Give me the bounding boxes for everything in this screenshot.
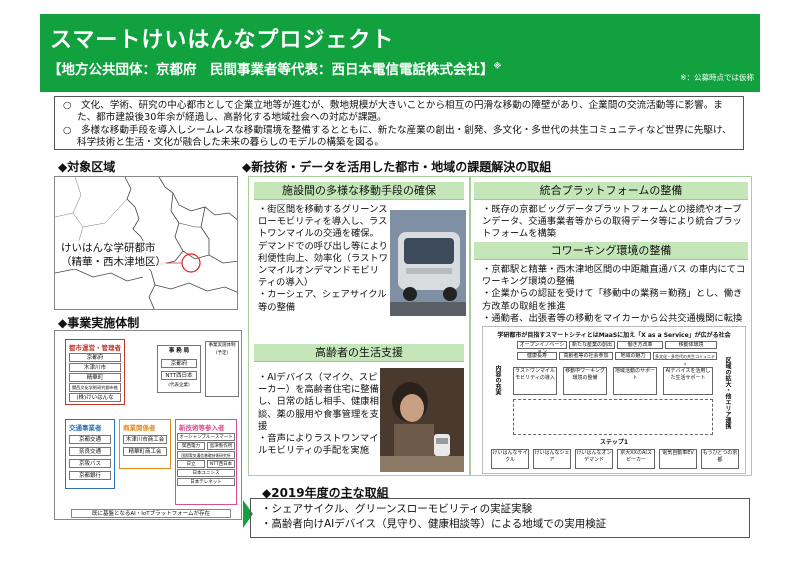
- mobility-vehicle-photo: [390, 210, 466, 316]
- page-header: スマートけいはんなプロジェクト 【地方公共団体：京都府 民間事業者等代表：西日本…: [40, 14, 760, 92]
- coworking-text: ・京都駅と精華・西木津地区間の中距離直通バス の車内にてコワーキング環境の整備 …: [482, 264, 746, 324]
- new-tech-item: オーシャンブルースマート: [177, 433, 235, 441]
- page-subtitle: 【地方公共団体：京都府 民間事業者等代表：西日本電信電話株式会社】※: [48, 61, 502, 79]
- new-tech-item: 日本ユニシス: [177, 469, 235, 477]
- maas-sub-item: 健康長寿: [517, 352, 557, 360]
- maas-diagram: 学研都市が目指すスマートシティとはMaaSに加え「X as a Service」…: [482, 326, 746, 474]
- maas-row-item: オープンイノベーション: [517, 341, 567, 355]
- implementation-diagram: 都市運営・管理者 京都府 木津川市 精華町 関西文化学術研究都市推進機構(予定)…: [54, 330, 242, 520]
- office-item: 京都府: [161, 359, 197, 368]
- maas-detail-area: [513, 399, 713, 435]
- maas-title: 学研都市が目指すスマートシティとはMaaSに加え「X as a Service」…: [497, 332, 731, 339]
- new-tech-group: [175, 419, 237, 505]
- intro-box: ○ 文化、学術、研究の中心都市として企業立地等が進むが、敷地規模が大きいことから…: [54, 96, 744, 150]
- council-item: 京都府: [69, 353, 121, 362]
- commerce-item: 木津川市商工会: [123, 435, 167, 444]
- office-item: NTT西日本: [161, 371, 197, 380]
- section-target-area: ◆対象区域: [58, 160, 116, 174]
- intro-line-1: ○ 文化、学術、研究の中心都市として企業立地等が進むが、敷地規模が大きいことから…: [63, 100, 723, 124]
- new-tech-title: 新技術等参入者: [179, 424, 225, 432]
- fy2019-item-1: ・シェアサイクル、グリーンスローモビリティの実証実験: [261, 503, 533, 515]
- transport-item: 京都銀行: [69, 471, 111, 480]
- platform-note: 既に基盤となるAI・IoTプラットフォームが存在: [71, 509, 231, 518]
- platform-text: ・既存の京都ビッグデータプラットフォームとの接続やオープンデータ、交通事業者等か…: [482, 204, 742, 240]
- maas-step-label: ステップ1: [579, 439, 649, 447]
- commerce-title: 商業関係者: [123, 424, 156, 432]
- council-item: (株)けいはんな: [69, 393, 121, 402]
- council-item: 関西文化学術研究都市推進機構(予定): [69, 383, 121, 398]
- target-area-map: けいはんな学研都市 （精華・西木津地区）: [54, 176, 238, 310]
- office-title: 事 務 局: [159, 347, 199, 356]
- maas-sub-item: 地域の魅力: [615, 352, 651, 360]
- commerce-item: 精華町商工会: [123, 447, 167, 456]
- new-tech-item: 国際電気通信基礎技術研究所: [177, 451, 235, 459]
- commerce-group: [119, 419, 171, 469]
- transport-group: [65, 419, 115, 489]
- elderly-text: ・AIデバイス（マイク、スピーカー）を高齢者住宅に整備し、日常の話し相手、健康相…: [258, 372, 379, 457]
- new-tech-item: NTT西日本: [207, 460, 235, 468]
- maas-bottom-item: 電気自動車EV: [659, 449, 697, 469]
- maas-bottom-item: けいはんなサイクル: [491, 449, 529, 469]
- council-item: 精華町: [69, 373, 121, 382]
- maas-mid-item: 地域活動のサポート: [613, 367, 657, 395]
- intro-line-2: ○ 多様な移動手段を導入しシームレスな移動環境を整備するとともに、新たな産業の創…: [63, 124, 732, 149]
- elderly-device-photo: [380, 368, 464, 472]
- maas-sub-item: 多文化・多世代の共生コミュニティ: [653, 352, 717, 366]
- new-tech-item: 日本テレネット: [177, 478, 235, 486]
- maas-row-item: 新たな産業の創出: [569, 341, 615, 349]
- elderly-header: 高齢者の生活支援: [254, 344, 464, 362]
- maas-mid-item: AIデバイスを活用した生活サポート: [663, 367, 713, 395]
- transport-item: 京都交通: [69, 435, 111, 444]
- new-tech-item: 島津製作所: [207, 442, 235, 450]
- maas-sub-item: 高齢者等の社会参加: [559, 352, 613, 360]
- maas-mid-item: 移動中ワーキング環境の整備: [563, 367, 607, 395]
- council-title: 都市運営・管理者: [69, 344, 121, 352]
- section-tech: ◆新技術・データを活用した都市・地域の課題解決の取組: [242, 160, 552, 174]
- maas-right-label: 区域の拡大・他エリア連携: [724, 357, 731, 429]
- fy-arrow-icon: [243, 500, 253, 528]
- transport-title: 交通事業者: [69, 424, 102, 432]
- transport-item: 京阪バス: [69, 459, 111, 468]
- maas-bottom-item: もうひとつの京都: [701, 449, 739, 469]
- maas-mid-item: ラストワンマイルモビリティの導入: [513, 367, 557, 395]
- section-fy2019: ◆2019年度の主な取組: [262, 486, 389, 500]
- coworking-header: コワーキング環境の整備: [474, 242, 748, 260]
- mobility-header: 施設間の多様な移動手段の確保: [254, 182, 464, 200]
- new-tech-item: 日立: [177, 460, 205, 468]
- right-panel: [470, 176, 752, 476]
- fy2019-box: ・シェアサイクル、グリーンスローモビリティの実証実験 ・高齢者向けAIデバイス（…: [250, 498, 750, 538]
- maas-left-label: 内容の充実: [494, 365, 501, 395]
- maas-bottom-item: けいはんなオンデマンド: [575, 449, 613, 469]
- platform-header: 統合プラットフォームの整備: [474, 182, 748, 200]
- office-note: (代表企業): [161, 382, 197, 390]
- header-note: ※：公募時点では仮称: [680, 73, 754, 82]
- council-item: 木津川市: [69, 363, 121, 372]
- maas-bottom-item: けいはんなシェア: [533, 449, 571, 469]
- new-tech-item: 関西電力: [177, 442, 205, 450]
- left-panel: [248, 176, 470, 476]
- committee-box: 事業実施体制(予定): [205, 341, 239, 397]
- maas-row-item: 働き方改革: [617, 341, 663, 349]
- maas-bottom-item: 京大XXのAIスピーカー: [617, 449, 655, 469]
- maas-row-item: 移動体環境: [665, 341, 717, 349]
- section-implementation: ◆事業実施体制: [58, 316, 140, 330]
- transport-item: 奈良交通: [69, 447, 111, 456]
- mobility-text: ・街区間を移動するグリーンスローモビリティを導入し、ラストワンマイルの交通を確保…: [258, 204, 388, 313]
- fy2019-item-2: ・高齢者向けAIデバイス（見守り、健康相談等）による地域での実用検証: [261, 518, 607, 530]
- map-label: けいはんな学研都市 （精華・西木津地区）: [61, 241, 166, 269]
- council-group: [65, 339, 125, 405]
- page-title: スマートけいはんなプロジェクト: [50, 28, 395, 53]
